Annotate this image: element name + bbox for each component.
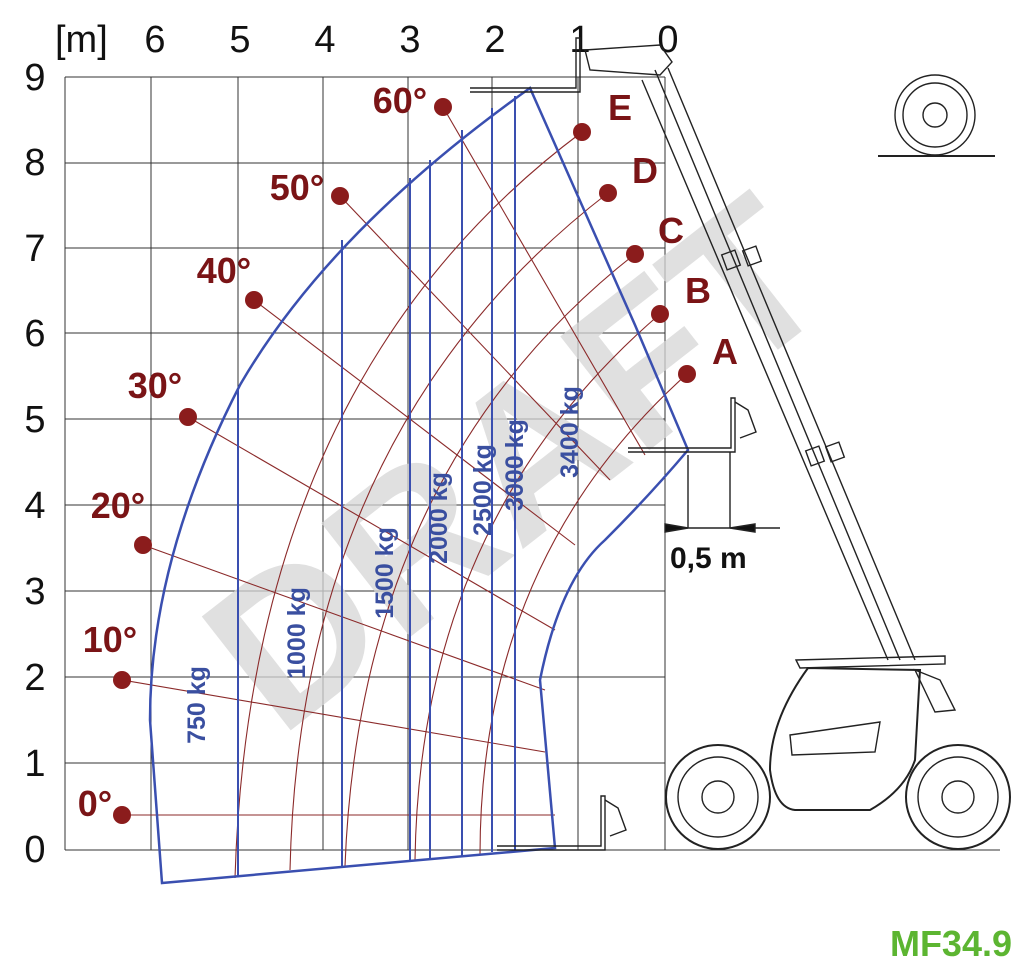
x-tick: 5 [229,19,250,61]
unit-label: [m] [55,19,108,61]
extension-label: B [685,270,711,311]
x-tick: 6 [144,19,165,61]
load-label-750: 750 kg [183,666,211,744]
model-label: MF34.9 [889,923,1012,964]
angle-label: 10° [83,619,137,660]
y-tick: 9 [24,57,45,99]
y-tick: 2 [24,657,45,699]
load-label-1500: 1500 kg [371,527,399,619]
tire-icon [878,74,995,157]
angle-label: 30° [128,365,182,406]
y-tick: 8 [24,142,45,184]
extension-label: D [632,150,658,191]
load-label-1000: 1000 kg [283,587,311,679]
angle-label: 40° [197,250,251,291]
x-tick: 4 [314,19,335,61]
x-tick: 3 [399,19,420,61]
load-lines [237,96,516,877]
load-label-3400: 3400 kg [556,386,584,478]
load-envelope [148,86,690,885]
y-tick: 5 [24,399,45,441]
load-label-2500: 2500 kg [469,444,497,536]
extension-label: A [712,331,738,372]
angle-label: 0° [78,783,112,824]
angle-label: 60° [373,80,427,121]
y-tick: 1 [24,743,45,785]
x-tick: 0 [657,19,678,61]
load-label-3000: 3000 kg [501,419,529,511]
telehandler-icon [584,44,1011,850]
dimension-marker [664,452,780,533]
dimension-label: 0,5 m [670,542,747,575]
x-tick: 2 [484,19,505,61]
angle-markers: 60° 50° 40° 30° 20° 10° 0° [78,80,452,824]
angle-rays [121,106,646,816]
extension-label: C [658,210,684,251]
y-tick: 6 [24,313,45,355]
y-tick: 3 [24,571,45,613]
y-tick: 0 [24,829,45,871]
angle-label: 20° [91,485,145,526]
fork-icons [470,37,757,851]
load-label-2000: 2000 kg [425,472,453,564]
y-tick: 4 [24,485,45,527]
extension-markers: E D C B A [573,87,738,383]
y-tick: 7 [24,228,45,270]
angle-label: 50° [270,167,324,208]
extension-label: E [608,87,632,128]
